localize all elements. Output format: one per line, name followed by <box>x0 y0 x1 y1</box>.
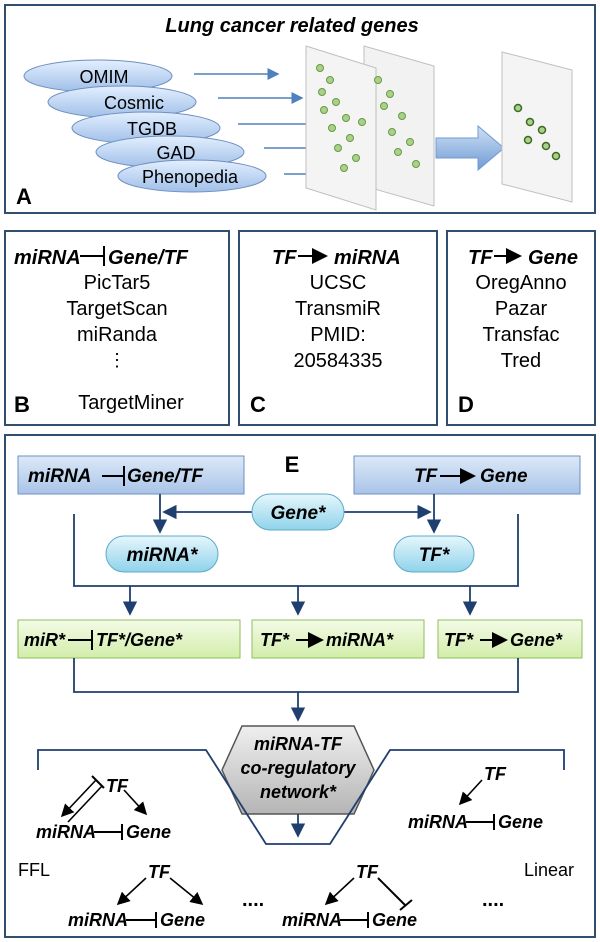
network-line-3: network* <box>260 782 337 802</box>
panel-c-header: TF miRNA <box>272 247 401 269</box>
connector <box>73 514 519 587</box>
bm-mirna: miRNA <box>282 910 342 930</box>
motif-bracket <box>37 749 565 845</box>
activate-arrow <box>116 877 147 906</box>
bl-gene: Gene <box>160 910 205 930</box>
gene-sheet-front <box>305 45 377 211</box>
db-omim: OMIM <box>80 67 129 87</box>
db-ucsc: UCSC <box>309 272 367 294</box>
panel-c-header-right: miRNA <box>334 247 401 269</box>
linear-mirna: miRNA <box>408 812 468 832</box>
db-targetscan: TargetScan <box>66 298 168 320</box>
db-gad: GAD <box>156 143 195 163</box>
db-transmir: TransmiR <box>295 298 381 320</box>
result-box-3 <box>437 619 583 659</box>
panel-d-header-left: TF <box>468 247 493 269</box>
mirna-gene-tf-box <box>17 455 245 495</box>
db-miranda: miRanda <box>76 324 158 346</box>
bl-tf: TF <box>148 862 171 882</box>
panel-a-graphic: Lung cancer related genes <box>16 15 573 211</box>
db-ovals <box>23 59 267 193</box>
tf-star-node <box>393 535 475 573</box>
ffl-mirna: miRNA <box>36 822 96 842</box>
activate-arrow <box>169 877 204 906</box>
result-2-left: TF* <box>260 630 290 650</box>
gene-star-node <box>251 493 345 531</box>
panel-e-label: E <box>285 452 300 477</box>
panel-d-header: TF Gene <box>468 247 578 269</box>
db-cosmic: Cosmic <box>104 93 164 113</box>
result-sheet <box>501 51 573 203</box>
motif-dots-2: .... <box>482 889 504 911</box>
linear-label: Linear <box>524 860 574 880</box>
bm-gene: Gene <box>372 910 417 930</box>
ffl-gene: Gene <box>126 822 171 842</box>
connector <box>73 658 519 693</box>
panel-c-label: C <box>250 392 266 417</box>
panel-c: TF miRNA UCSC TransmiR PMID: 20584335 C <box>238 230 438 426</box>
panel-b-header-right: Gene/TF <box>108 247 189 269</box>
ffl-label: FFL <box>18 860 50 880</box>
panel-c-header-left: TF <box>272 247 297 269</box>
activate-arrow <box>458 779 483 806</box>
panel-e: miRNA Gene/TF E TF Gene Gene* miRNA* TF*… <box>4 434 596 938</box>
panel-b: miRNA Gene/TF PicTar5 TargetScan miRanda… <box>4 230 230 426</box>
db-pazar: Pazar <box>494 298 548 320</box>
db-pictar5: PicTar5 <box>83 272 151 294</box>
panel-a: Lung cancer related genes <box>4 4 596 214</box>
result-1-left: miR* <box>24 630 66 650</box>
result-dots <box>513 103 561 161</box>
motif-dots-1: .... <box>242 889 264 911</box>
top-right-right: Gene <box>480 466 528 487</box>
mirna-star-node <box>105 535 219 573</box>
inhibit-line <box>377 877 407 907</box>
db-oreganno: OregAnno <box>475 272 567 294</box>
inhibit-bar <box>399 899 413 911</box>
linear-gene: Gene <box>498 812 543 832</box>
panel-d: TF Gene OregAnno Pazar Transfac Tred D <box>446 230 596 426</box>
db-targetminer: TargetMiner <box>78 392 184 414</box>
panel-b-header: miRNA Gene/TF <box>14 246 189 269</box>
result-1-right: TF*/Gene* <box>96 630 183 650</box>
gene-star-label: Gene* <box>271 503 328 524</box>
bm-tf: TF <box>356 862 379 882</box>
gene-dots <box>316 64 420 172</box>
inhibit-bar <box>91 775 105 789</box>
tf-star-label: TF* <box>419 545 451 566</box>
db-tred: Tred <box>500 350 542 372</box>
panel-d-label: D <box>458 392 474 417</box>
top-left-left: miRNA <box>28 466 91 487</box>
activate-arrow <box>123 789 148 816</box>
result-3-left: TF* <box>444 630 474 650</box>
mirna-star-label: miRNA* <box>127 545 199 566</box>
panel-e-graphic: miRNA Gene/TF E TF Gene Gene* miRNA* TF*… <box>17 452 583 930</box>
db-pmid-number: 20584335 <box>293 350 383 372</box>
result-box-1 <box>17 619 241 659</box>
ffl-tf: TF <box>106 776 129 796</box>
activate-arrow <box>324 877 355 906</box>
db-phenopedia: Phenopedia <box>142 167 239 187</box>
filter-arrow <box>435 124 505 172</box>
result-box-2 <box>251 619 425 659</box>
result-2-right: miRNA* <box>326 630 394 650</box>
bl-mirna: miRNA <box>68 910 128 930</box>
result-3-right: Gene* <box>510 630 563 650</box>
db-tgdb: TGDB <box>127 119 177 139</box>
network-hexagon <box>221 725 375 815</box>
db-pmid: PMID: <box>310 324 366 346</box>
panel-b-label: B <box>14 392 30 417</box>
panel-b-header-left: miRNA <box>14 247 81 269</box>
linear-tf: TF <box>484 764 507 784</box>
panel-a-title: Lung cancer related genes <box>165 15 418 37</box>
top-right-left: TF <box>414 466 439 487</box>
panel-a-label: A <box>16 184 32 209</box>
db-transfac: Transfac <box>482 324 560 346</box>
vertical-ellipsis: ⋮ <box>108 350 126 370</box>
double-edge <box>60 779 97 818</box>
panel-d-header-right: Gene <box>528 247 578 269</box>
network-line-2: co-regulatory <box>240 758 356 778</box>
network-line-1: miRNA-TF <box>254 734 343 754</box>
top-left-right: Gene/TF <box>127 466 204 487</box>
